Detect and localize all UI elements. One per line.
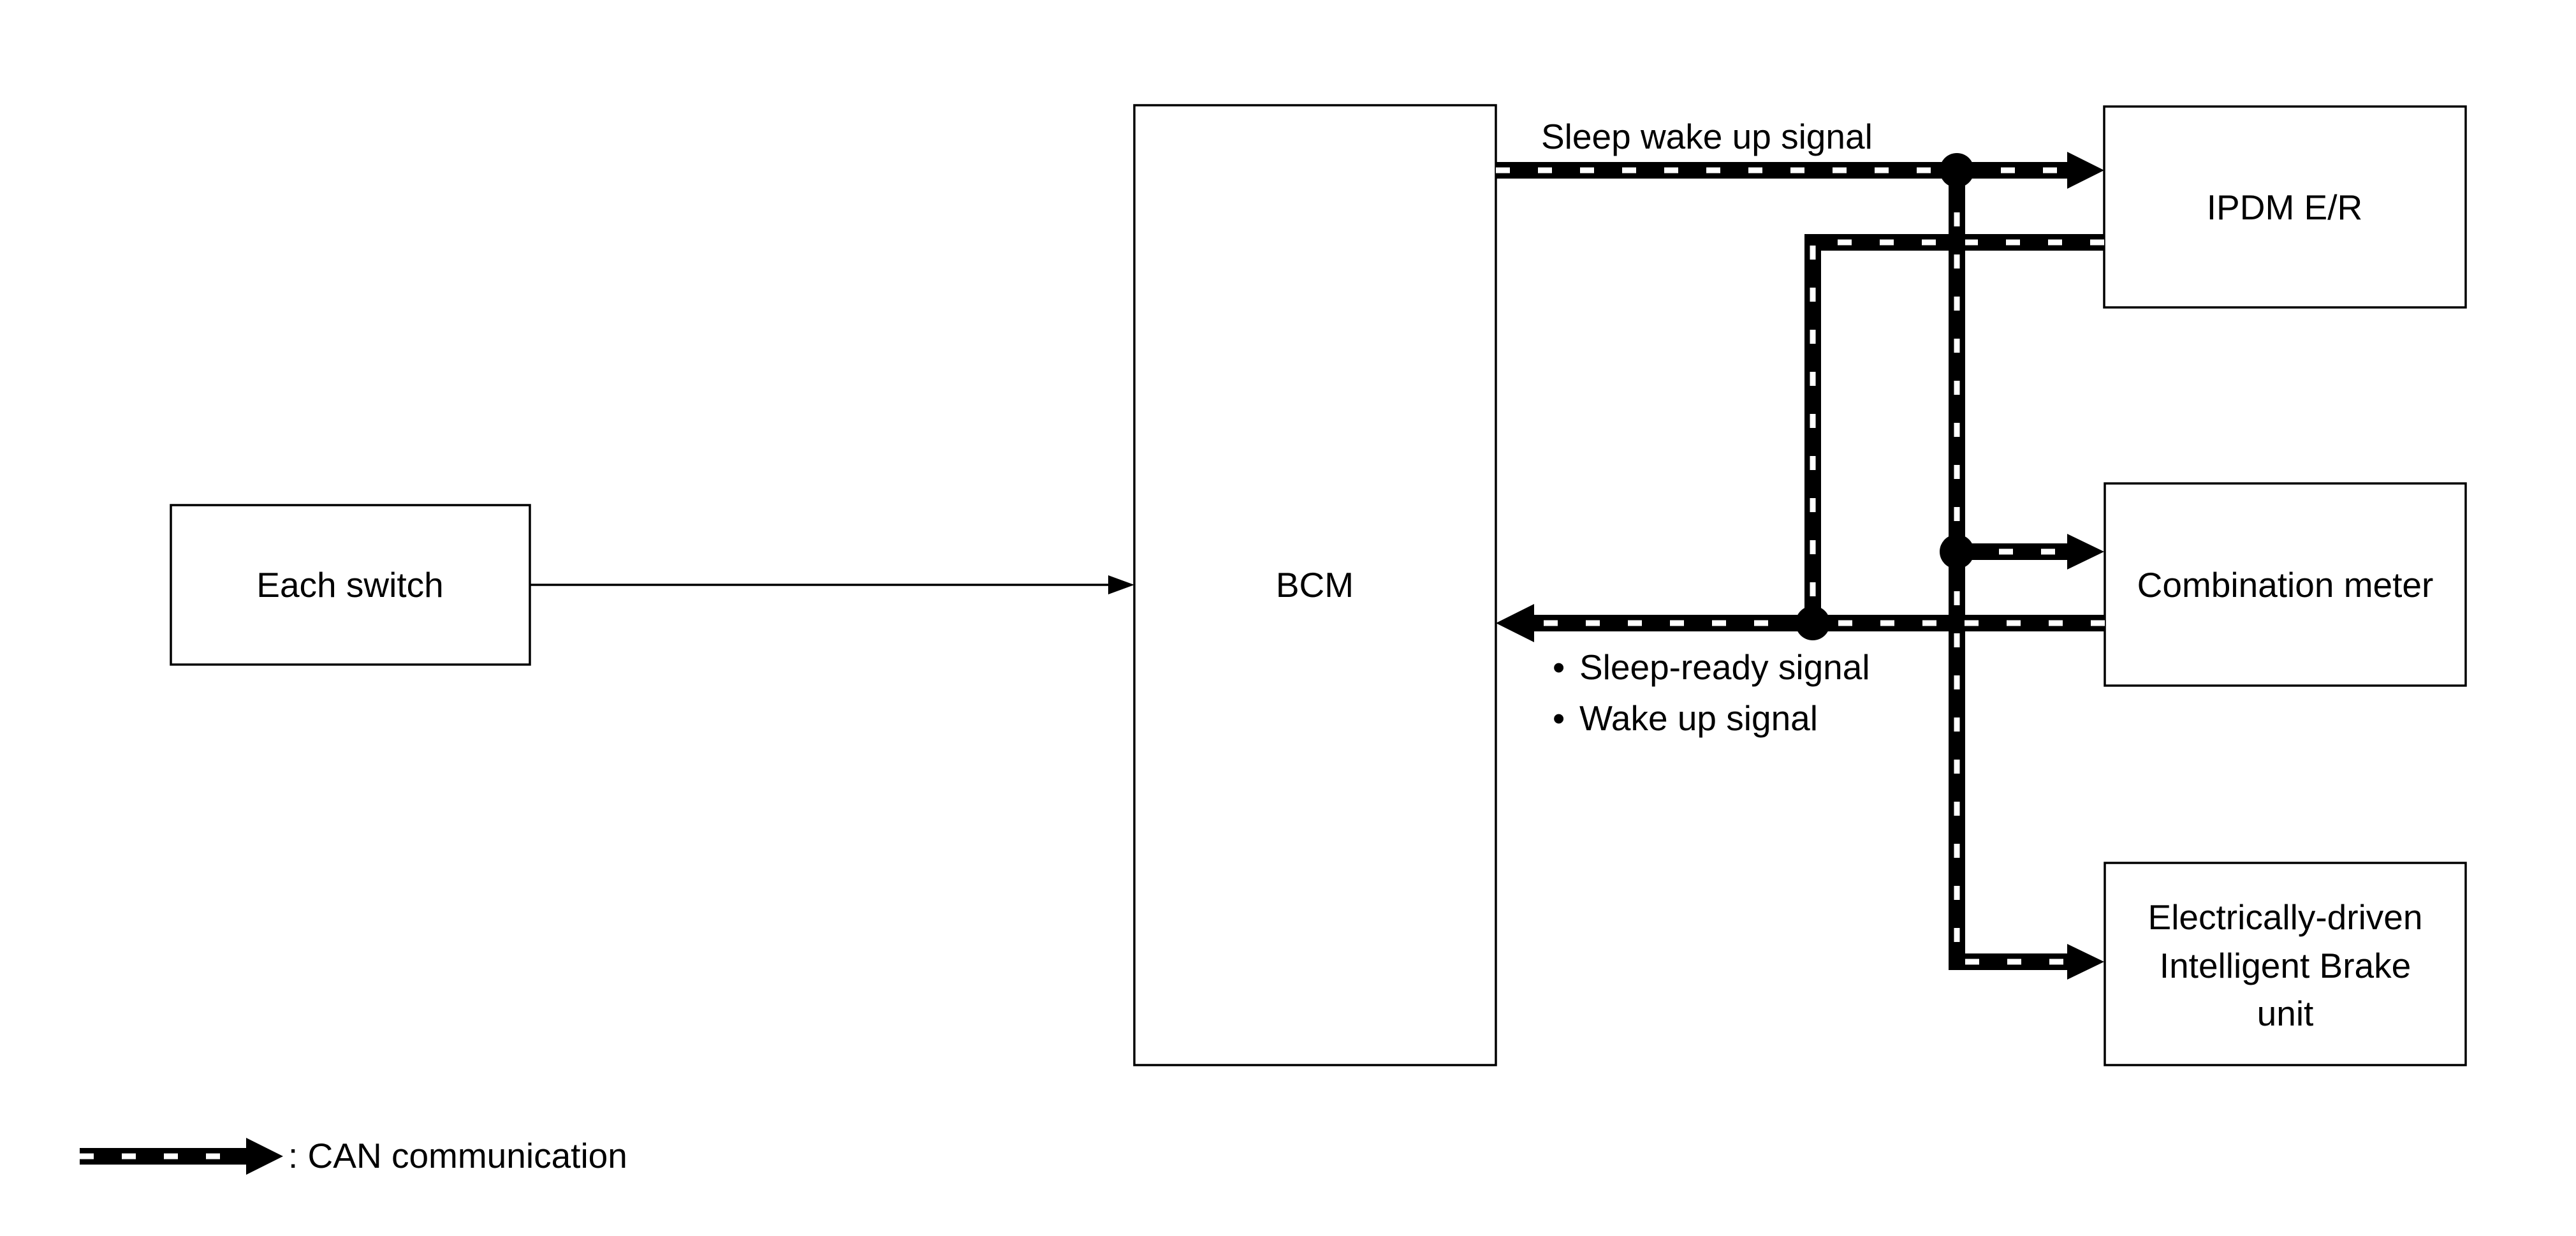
legend: : CAN communication [80,1136,627,1175]
junction-dot-meter [1940,534,1974,569]
brake-unit-label-line2: Intelligent Brake [2160,946,2411,985]
switch-to-bcm-connector [530,575,1134,594]
combination-meter-label: Combination meter [2137,565,2434,605]
can-line-to-combination-meter [1957,534,2104,570]
brake-unit-label-line3: unit [2257,994,2314,1033]
can-line-trunk-to-brake [1949,170,2104,980]
can-arrowhead-brake [2067,944,2104,980]
can-line-bcm-to-ipdm [1496,152,2104,189]
can-arrowhead-combination-meter [2067,534,2104,570]
junction-dot-top [1940,153,1974,188]
combination-meter-block: Combination meter [2104,482,2467,687]
brake-unit-label-line1: Electrically-driven [2148,897,2423,937]
can-arrowhead-bcm [1496,604,1534,642]
can-line-ipdm-to-left-junction [1804,234,2104,623]
sleep-ready-bullet: • [1553,647,1565,687]
can-arrowhead-ipdm [2067,152,2104,189]
bcm-block: BCM [1133,104,1497,1066]
brake-unit-block: Electrically-driven Intelligent Brake un… [2104,862,2467,1066]
wake-up-signal-label: Wake up signal [1579,698,1818,738]
junction-dot-bcm-return [1796,606,1830,640]
bcm-label: BCM [1276,565,1354,605]
legend-arrowhead [246,1138,283,1175]
sleep-ready-signal-label: Sleep-ready signal [1579,647,1870,687]
switch-to-bcm-arrowhead [1108,575,1134,594]
wake-up-bullet: • [1553,698,1565,738]
can-bus-lines [1496,152,2105,980]
legend-label: : CAN communication [288,1136,627,1175]
legend-can-symbol [80,1138,283,1175]
each-switch-label: Each switch [256,565,443,605]
sleep-wake-up-signal-label: Sleep wake up signal [1541,117,1873,156]
ipdm-block: IPDM E/R [2103,105,2467,309]
each-switch-block: Each switch [170,504,531,666]
ipdm-label: IPDM E/R [2207,188,2362,227]
